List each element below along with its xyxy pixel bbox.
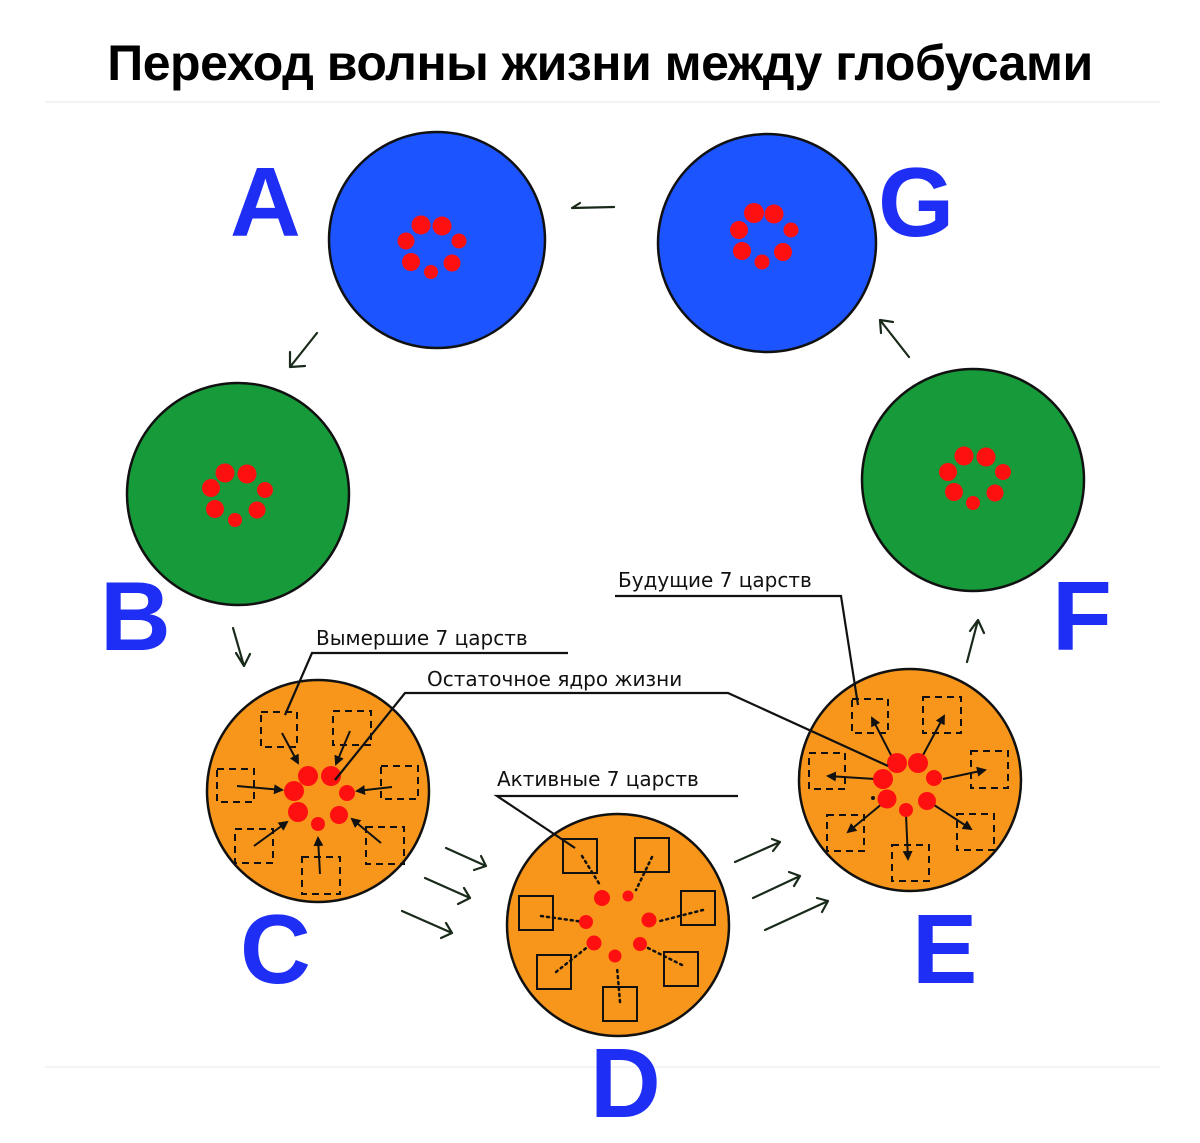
outward-arrows: [826, 714, 987, 861]
active-kingdom-boxes: [518, 837, 716, 1022]
annotation-future-kingdoms: Будущие 7 царств: [615, 568, 860, 706]
flow-arrow-b-to-c: [231, 626, 252, 668]
diagram-title: Переход волны жизни между глобусами: [107, 35, 1093, 91]
flow-arrow-e-to-f: [965, 618, 986, 664]
bottom-divider: [45, 1066, 1160, 1068]
core-dots: [579, 890, 657, 963]
globe-f: [860, 367, 1086, 593]
annotation-remnant-core: Остаточное ядро жизни: [334, 667, 889, 781]
flow-arrow-a-to-b: [288, 331, 319, 369]
life-core-dots: [730, 203, 799, 270]
annotation-text: Активные 7 царств: [497, 767, 699, 791]
future-kingdom-boxes: [808, 696, 1009, 882]
flow-arrows-d-to-e: [733, 837, 830, 932]
top-divider: [45, 101, 1160, 103]
globe-label-f: F: [1052, 561, 1112, 671]
core-dots: [873, 753, 942, 817]
globe-label-d: D: [590, 1028, 661, 1138]
flow-arrow-g-to-a: [570, 201, 616, 210]
extinct-kingdom-boxes: [216, 710, 419, 895]
globe-label-b: B: [100, 561, 171, 671]
life-core-dots: [202, 463, 273, 527]
annotation-text: Будущие 7 царств: [618, 568, 812, 592]
globe-g: [656, 132, 878, 354]
globe-b: [125, 381, 351, 607]
globe-label-g: G: [878, 147, 954, 257]
inward-arrows: [236, 730, 393, 875]
globe-e: [797, 667, 1023, 893]
annotation-text: Вымершие 7 царств: [316, 626, 528, 650]
globe-label-c: C: [240, 894, 311, 1004]
flow-arrows-c-to-d: [400, 846, 488, 940]
annotation-extinct-kingdoms: Вымершие 7 царств: [283, 626, 568, 716]
globe-label-a: A: [230, 147, 301, 257]
connection-dots: [539, 854, 705, 1004]
globe-label-e: E: [912, 894, 977, 1004]
globe-c: [205, 678, 431, 904]
annotation-text: Остаточное ядро жизни: [427, 667, 682, 691]
remnant-core-dots: [284, 766, 355, 831]
globe-a: [327, 130, 547, 350]
life-core-dots: [397, 215, 467, 279]
life-core-dots: [939, 446, 1011, 510]
globe-d: [505, 812, 731, 1038]
annotation-active-kingdoms: Активные 7 царств: [493, 767, 738, 849]
flow-arrow-f-to-g: [878, 318, 911, 359]
